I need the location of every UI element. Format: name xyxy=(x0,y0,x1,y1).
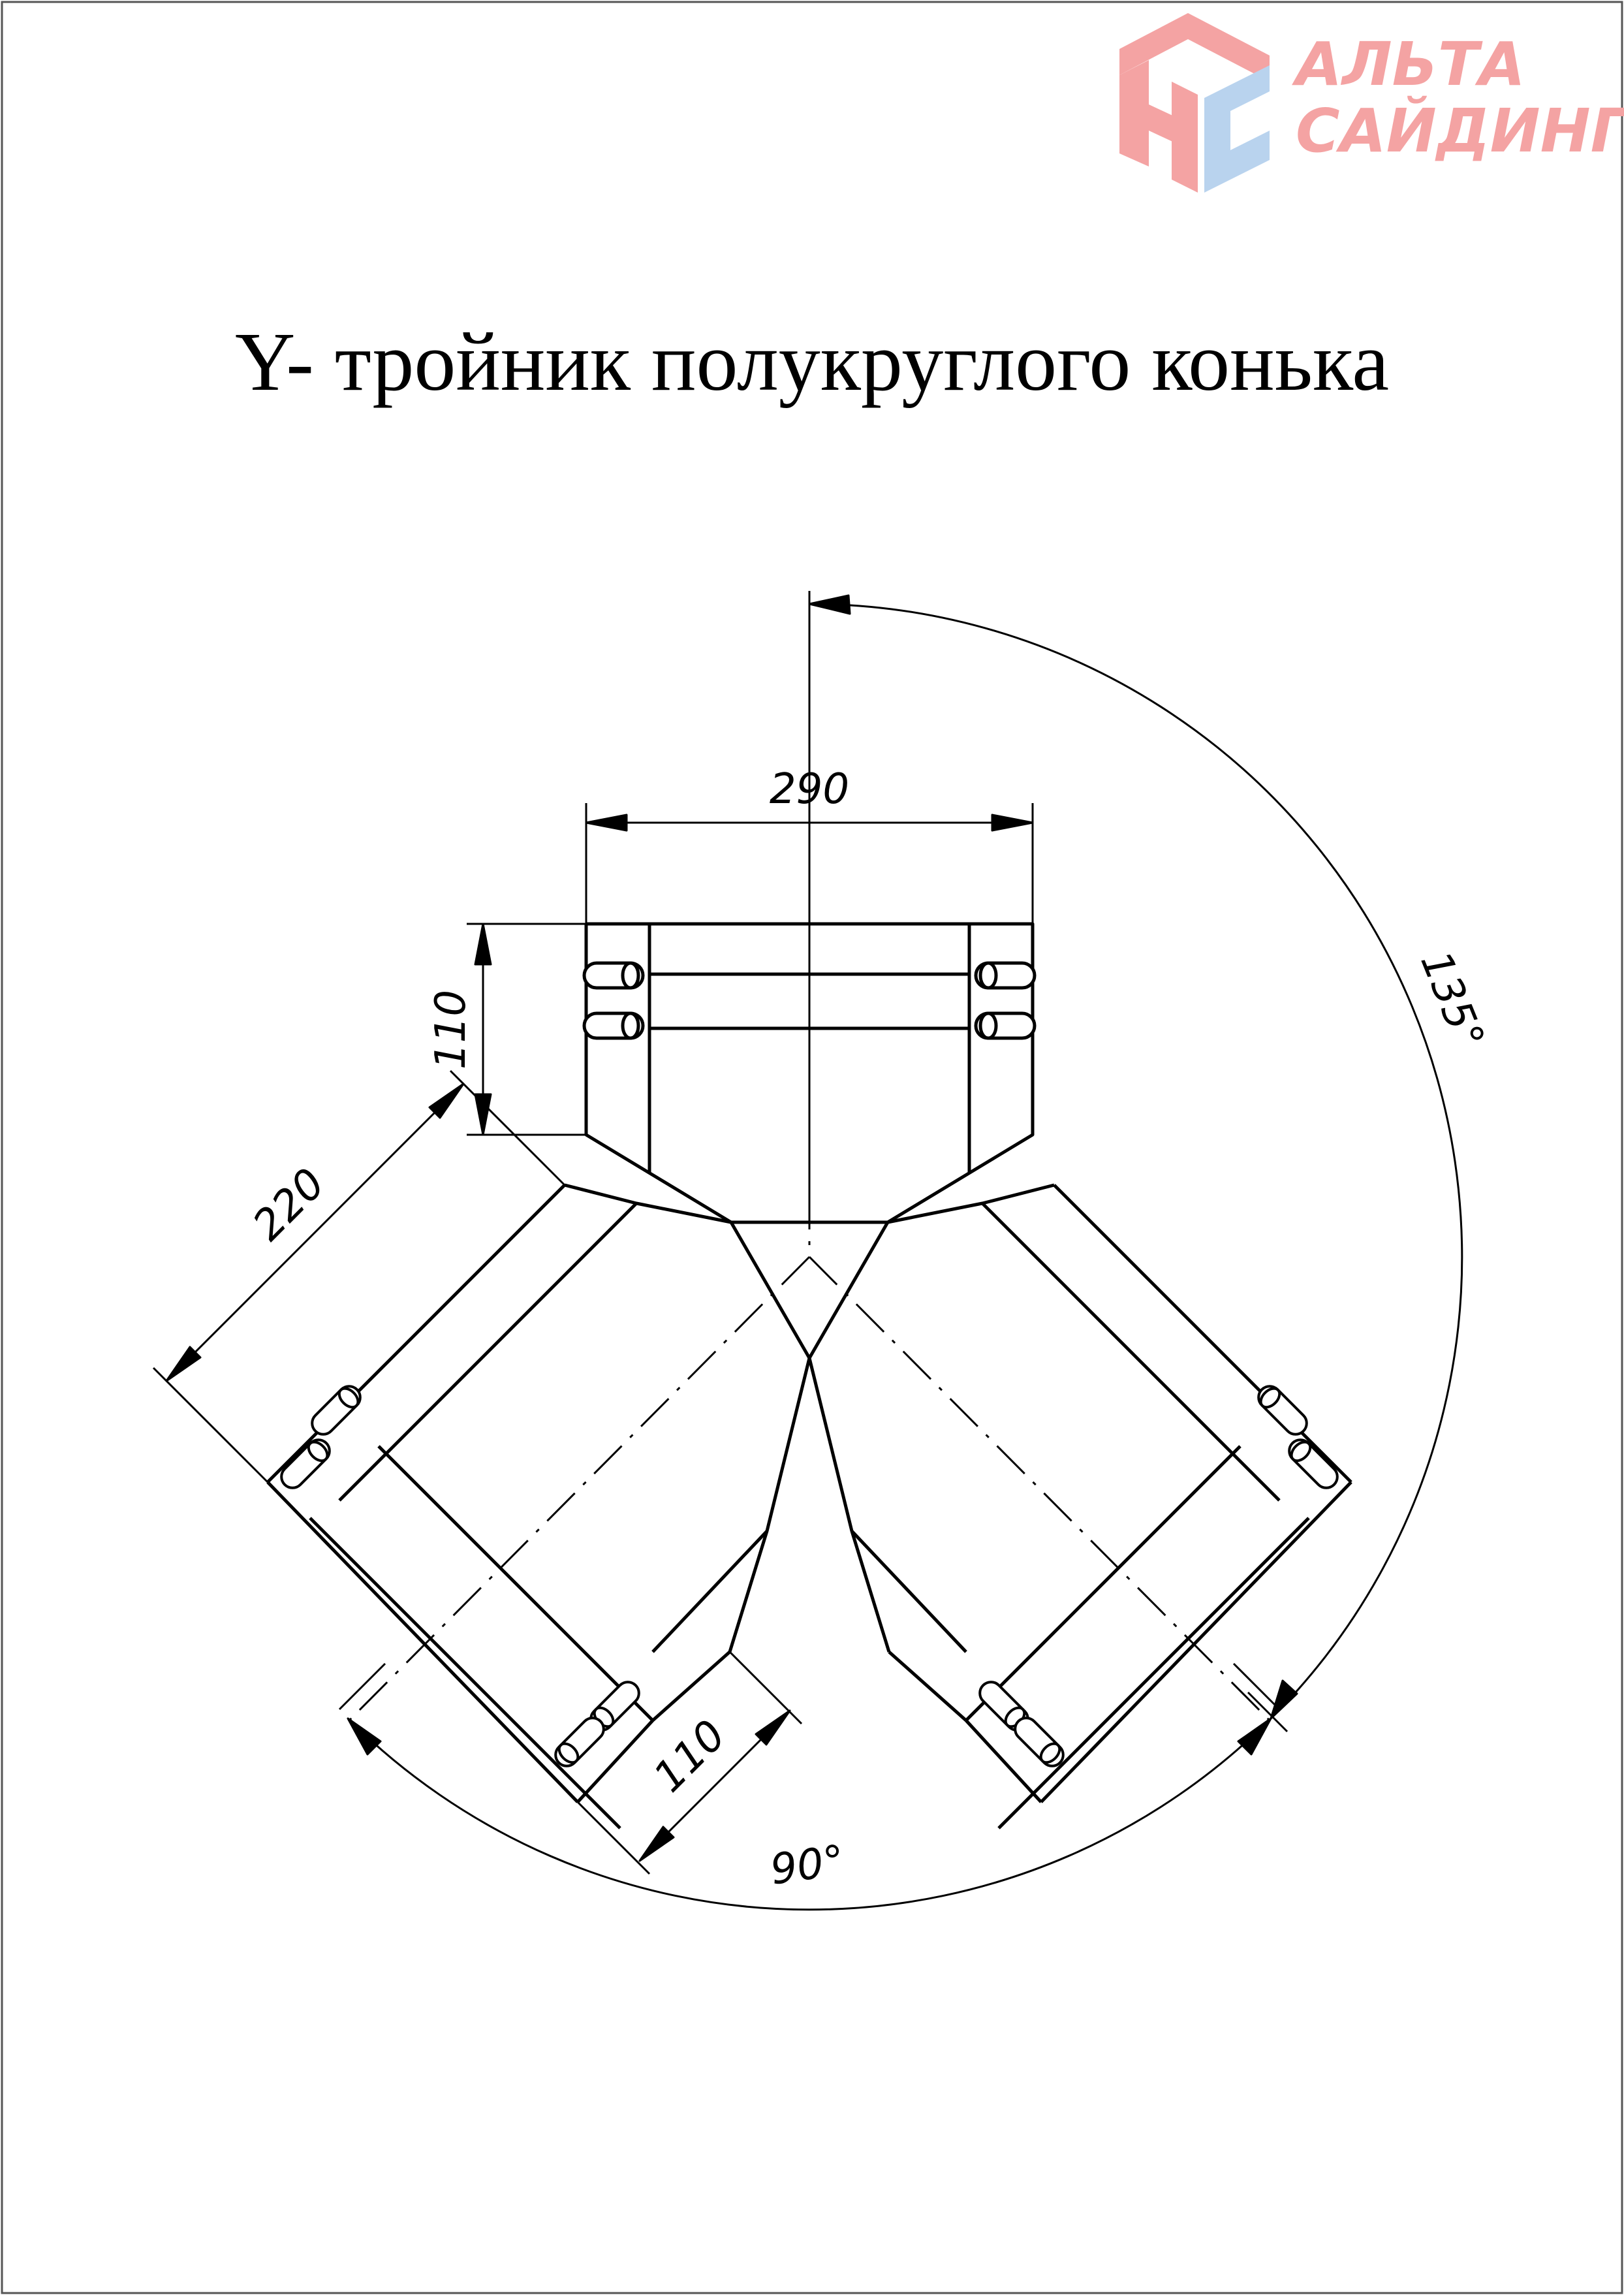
left-branch xyxy=(266,1184,731,1829)
dim-110-top-lines xyxy=(467,923,586,1136)
dim-label-90-deg: 90° xyxy=(768,1837,848,1895)
dim-290-lines xyxy=(585,803,1034,924)
tee-body xyxy=(564,1183,1055,1653)
dim-label-135-deg: 135° xyxy=(1411,945,1493,1056)
dim-label-110-top: 110 xyxy=(427,990,475,1069)
dim-110-branch-lines xyxy=(576,1651,803,1875)
logo-line-1: АЛЬТА xyxy=(1292,29,1525,99)
dim-label-220: 220 xyxy=(244,1160,335,1250)
dim-90-arc xyxy=(338,1662,1281,1911)
dim-label-110-branch: 110 xyxy=(645,1711,736,1802)
tee-drawing xyxy=(152,591,1463,1911)
logo-line-2: САЙДИНГ xyxy=(1296,95,1624,166)
dim-220-lines xyxy=(152,1069,566,1483)
right-branch xyxy=(888,1184,1352,1829)
dim-label-290: 290 xyxy=(770,765,849,814)
logo-mark xyxy=(1119,13,1270,193)
company-logo: АЛЬТА САЙДИНГ xyxy=(1119,13,1624,193)
drawing-title: Y- тройник полукруглого конька xyxy=(234,315,1390,408)
dim-135-arc xyxy=(808,591,1463,1733)
